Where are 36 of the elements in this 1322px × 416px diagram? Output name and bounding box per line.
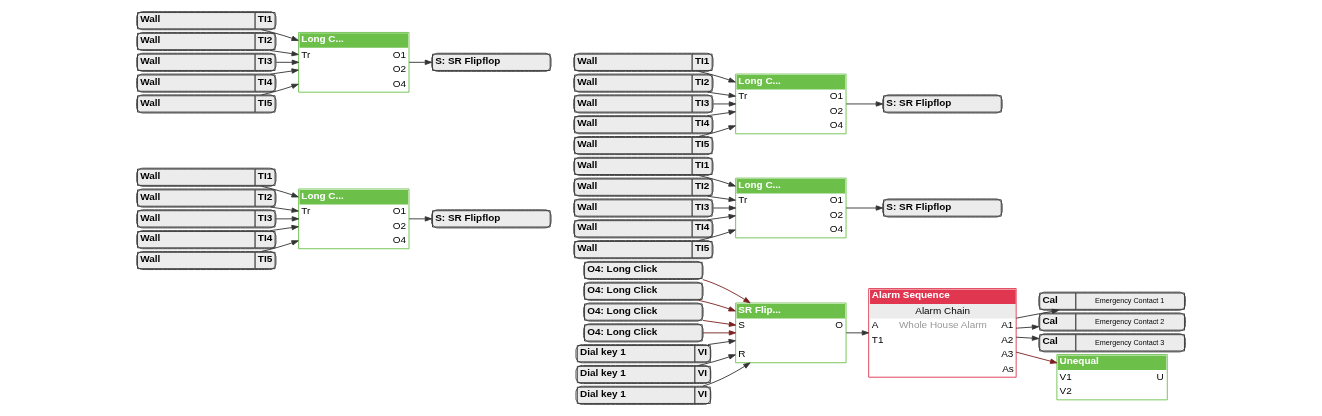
arrow <box>261 240 299 252</box>
arrow <box>698 354 736 366</box>
arrow <box>698 299 736 312</box>
arrow <box>712 101 737 107</box>
arrow <box>261 29 299 41</box>
arrow <box>712 205 737 211</box>
arrow <box>270 50 299 57</box>
arrow <box>845 205 883 211</box>
arrow <box>702 330 737 336</box>
arrow <box>845 101 883 107</box>
arrow <box>707 214 736 221</box>
arrow <box>408 59 432 65</box>
arrow <box>1015 308 1059 319</box>
arrow <box>275 216 299 222</box>
arrow <box>261 83 299 96</box>
arrow <box>270 206 299 213</box>
arrow <box>261 185 299 198</box>
arrow <box>1015 351 1058 364</box>
arrow <box>698 70 736 83</box>
arrow <box>1015 324 1040 330</box>
arrow <box>702 279 751 304</box>
arrow <box>845 330 870 336</box>
arrow <box>698 229 736 241</box>
arrow <box>702 320 737 327</box>
arrow <box>702 362 751 387</box>
arrow <box>707 195 736 202</box>
arrow <box>698 175 736 187</box>
arrow <box>408 216 432 222</box>
arrow <box>707 91 736 98</box>
arrow <box>707 110 736 117</box>
arrow <box>270 68 299 75</box>
arrow <box>1015 335 1040 341</box>
arrow <box>707 338 736 346</box>
arrow <box>698 125 736 137</box>
arrow <box>270 224 299 232</box>
arrow <box>275 59 299 65</box>
